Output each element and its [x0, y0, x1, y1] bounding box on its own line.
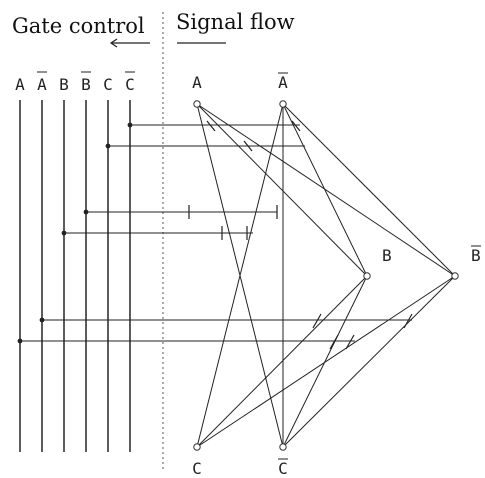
node-cbar-label: C	[278, 459, 288, 478]
signal-nodes: A A B B C C	[192, 72, 481, 478]
signal-edge-a-b	[196, 103, 368, 277]
node-a	[193, 100, 201, 108]
gate-control-lines	[17, 120, 413, 350]
node-a-label: A	[192, 73, 202, 92]
gate-tick	[312, 313, 322, 329]
gate-tick	[206, 120, 216, 132]
bus-a-label: A	[15, 75, 25, 94]
bus-a-bar-label: A	[37, 75, 47, 94]
junction-b	[61, 230, 67, 236]
signal-edge-c-b	[196, 275, 368, 448]
bus-b-bar-label: B	[81, 75, 91, 94]
signal-edges	[196, 103, 456, 448]
signal-edge-abar-bbar	[282, 103, 456, 277]
junction-c	[105, 143, 111, 149]
node-cbar	[279, 443, 287, 451]
junction-a	[17, 338, 23, 344]
node-c	[193, 443, 201, 451]
junction-bbar	[83, 209, 89, 215]
node-abar	[279, 100, 287, 108]
bus-b-label: B	[59, 75, 69, 94]
bus-c-bar-label: C	[125, 75, 135, 94]
node-b-label: B	[382, 246, 392, 265]
junction-abar	[39, 317, 45, 323]
gate-control-title: Gate control	[12, 14, 145, 38]
node-b	[363, 272, 371, 280]
signal-edge-c-bbar	[196, 275, 456, 448]
node-bbar	[451, 272, 459, 280]
gate-control-arrowhead	[109, 38, 118, 48]
node-c-label: C	[192, 459, 202, 478]
gate-tick	[345, 334, 355, 350]
gate-tick	[291, 120, 301, 132]
signal-edge-abar-b	[282, 103, 368, 277]
signal-edge-cbar-b	[282, 275, 368, 448]
gate-tick	[243, 140, 253, 152]
node-abar-label: A	[278, 73, 288, 92]
signal-edge-abar-c	[196, 103, 284, 448]
signal-edge-a-bbar	[196, 103, 456, 277]
signal-edge-cbar-bbar	[282, 275, 456, 448]
junction-cbar	[127, 122, 133, 128]
bus-c-label: C	[103, 75, 113, 94]
node-bbar-label: B	[471, 246, 481, 265]
signal-flow-title: Signal flow	[176, 10, 295, 34]
